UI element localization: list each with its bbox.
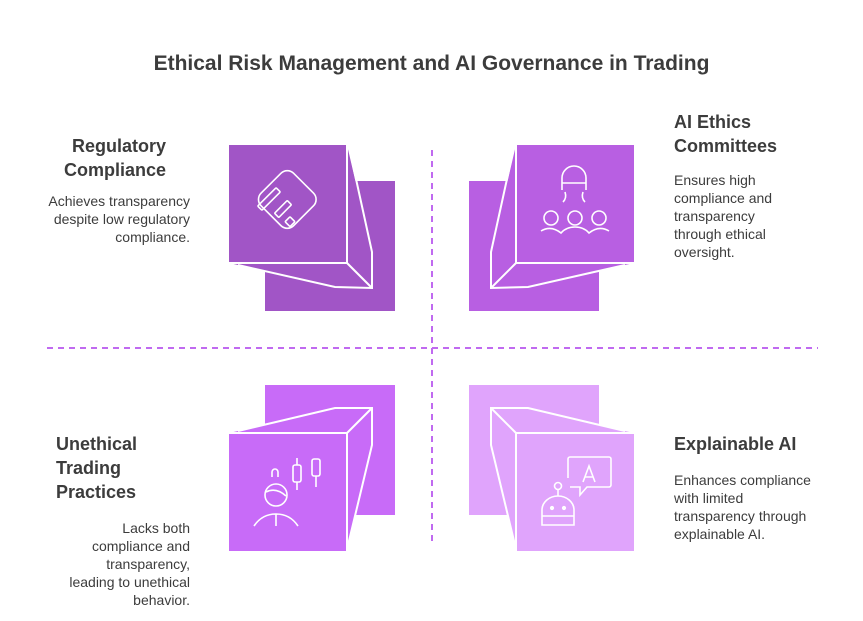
- cube-regulatory-compliance: [229, 145, 395, 311]
- committee-icon: [540, 165, 610, 235]
- heading-ai-ethics-committees: AI Ethics Committees: [674, 112, 778, 156]
- trader-icon: [253, 458, 321, 527]
- heading-explainable-ai: Explainable AI: [674, 434, 797, 454]
- heading-unethical-trading: Unethical Trading Practices: [56, 434, 138, 502]
- cube-ai-ethics-committees: [469, 145, 634, 311]
- description-regulatory-compliance: Achieves transparency despite low regula…: [48, 193, 190, 245]
- description-ai-ethics-committees: Ensures high compliance and transparency…: [674, 172, 773, 260]
- cube-unethical-trading: [229, 385, 395, 551]
- robot-chat-icon: [541, 456, 612, 526]
- document-icon: [257, 169, 317, 230]
- description-unethical-trading: Lacks both compliance and transparency, …: [69, 520, 190, 608]
- diagram-title: Ethical Risk Management and AI Governanc…: [153, 52, 710, 75]
- heading-regulatory-compliance: Regulatory Compliance: [63, 136, 166, 180]
- cube-explainable-ai: [469, 385, 634, 551]
- description-explainable-ai: Enhances compliance with limited transpa…: [674, 472, 811, 542]
